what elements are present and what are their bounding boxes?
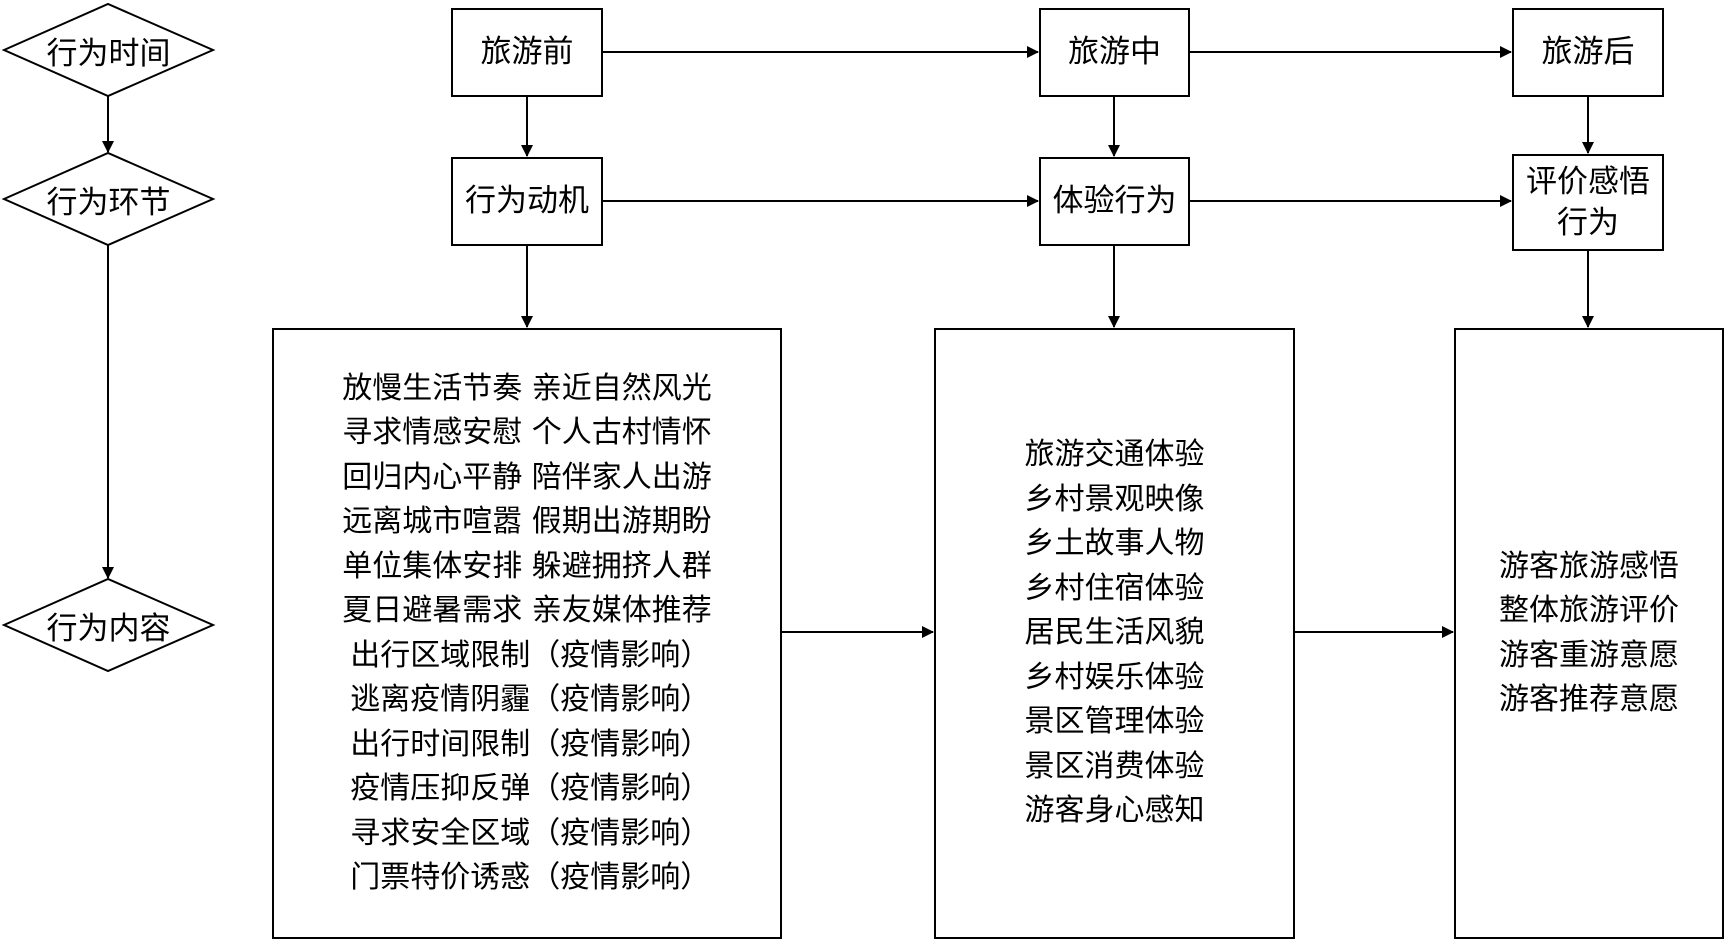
motivation-epidemic-item: 出行区域限制	[350, 637, 531, 673]
motivation-item: 放慢生活节奏	[342, 370, 523, 406]
epidemic-note: （疫情影响）	[530, 682, 711, 717]
content-experience-box: 旅游交通体验 乡村景观映像 乡土故事人物 乡村住宿体验 居民生活风貌 乡村娱乐体…	[934, 328, 1295, 939]
stage-motivation-label: 行为动机	[465, 183, 589, 220]
motivation-item: 假期出游期盼	[531, 504, 712, 539]
experience-item: 景区管理体验	[1024, 704, 1205, 740]
motivation-item: 单位集体安排	[342, 548, 523, 584]
motivation-epidemic-row: 疫情压抑反弹（疫情影响）	[342, 767, 712, 812]
stage-experience-label: 体验行为	[1052, 183, 1177, 220]
stage-experience-box: 体验行为	[1039, 157, 1190, 246]
experience-item: 乡土故事人物	[1024, 526, 1205, 562]
motivation-epidemic-item: 疫情压抑反弹	[350, 771, 531, 806]
motivation-row: 寻求情感安慰 个人古村情怀	[342, 411, 712, 456]
motivation-epidemic-item: 出行时间限制	[350, 726, 531, 762]
phase-before-box: 旅游前	[451, 8, 603, 97]
experience-list: 旅游交通体验 乡村景观映像 乡土故事人物 乡村住宿体验 居民生活风貌 乡村娱乐体…	[1025, 433, 1205, 834]
content-motivation-box: 放慢生活节奏 亲近自然风光 寻求情感安慰 个人古村情怀 回归内心平静 陪伴家人出…	[272, 328, 782, 939]
stage-motivation-box: 行为动机	[451, 157, 603, 246]
stage-evaluation-label-line2: 行为	[1557, 204, 1619, 241]
motivation-item: 夏日避暑需求	[342, 593, 523, 628]
diamond-stage	[1, 151, 216, 247]
motivation-epidemic-row: 寻求安全区域（疫情影响）	[342, 812, 712, 857]
motivation-item: 个人古村情怀	[531, 415, 712, 450]
content-evaluation-box: 游客旅游感悟 整体旅游评价 游客重游意愿 游客推荐意愿	[1454, 328, 1724, 939]
epidemic-note: （疫情影响）	[530, 771, 711, 806]
motivation-epidemic-item: 门票特价诱惑	[350, 860, 531, 895]
stage-evaluation-label-line1: 评价感悟	[1526, 164, 1650, 201]
motivation-row: 远离城市喧嚣 假期出游期盼	[342, 500, 712, 545]
motivation-epidemic-row: 逃离疫情阴霾（疫情影响）	[342, 678, 712, 723]
motivation-epidemic-item: 逃离疫情阴霾	[350, 682, 531, 717]
motivation-row: 回归内心平静 陪伴家人出游	[342, 456, 712, 501]
stage-evaluation-box: 评价感悟 行为	[1512, 154, 1664, 251]
experience-item: 景区消费体验	[1024, 748, 1205, 784]
motivation-item: 躲避拥挤人群	[531, 548, 712, 584]
label-behavior-stage: 行为环节	[46, 184, 171, 221]
motivation-epidemic-row: 门票特价诱惑（疫情影响）	[342, 856, 712, 901]
motivation-item: 远离城市喧嚣	[342, 504, 523, 539]
motivation-epidemic-item: 寻求安全区域	[350, 815, 531, 851]
epidemic-note: （疫情影响）	[530, 726, 711, 762]
evaluation-item: 整体旅游评价	[1499, 593, 1679, 628]
motivation-list: 放慢生活节奏 亲近自然风光 寻求情感安慰 个人古村情怀 回归内心平静 陪伴家人出…	[342, 367, 712, 901]
epidemic-note: （疫情影响）	[530, 637, 711, 673]
epidemic-note: （疫情影响）	[530, 860, 711, 895]
motivation-item: 亲近自然风光	[531, 370, 712, 406]
experience-item: 游客身心感知	[1024, 793, 1205, 829]
experience-item: 乡村住宿体验	[1024, 570, 1205, 606]
phase-after-box: 旅游后	[1512, 8, 1664, 97]
motivation-item: 陪伴家人出游	[531, 459, 712, 495]
diamond-time	[1, 2, 216, 98]
evaluation-item: 游客旅游感悟	[1499, 548, 1679, 584]
motivation-row: 放慢生活节奏 亲近自然风光	[342, 367, 712, 412]
experience-item: 居民生活风貌	[1024, 615, 1205, 651]
phase-before-label: 旅游前	[480, 34, 574, 71]
motivation-item: 回归内心平静	[342, 459, 523, 495]
diamond-content	[1, 577, 216, 673]
evaluation-list: 游客旅游感悟 整体旅游评价 游客重游意愿 游客推荐意愿	[1499, 545, 1679, 723]
motivation-row: 单位集体安排 躲避拥挤人群	[342, 545, 712, 590]
experience-item: 旅游交通体验	[1024, 437, 1205, 473]
motivation-item: 寻求情感安慰	[342, 415, 523, 450]
motivation-row: 夏日避暑需求 亲友媒体推荐	[342, 589, 712, 634]
epidemic-note: （疫情影响）	[530, 815, 711, 851]
evaluation-item: 游客重游意愿	[1499, 637, 1679, 673]
phase-after-label: 旅游后	[1541, 34, 1635, 71]
evaluation-item: 游客推荐意愿	[1499, 682, 1679, 717]
phase-during-label: 旅游中	[1068, 34, 1161, 71]
label-behavior-time: 行为时间	[46, 35, 171, 72]
motivation-item: 亲友媒体推荐	[531, 593, 712, 628]
experience-item: 乡村景观映像	[1024, 481, 1205, 517]
label-behavior-content: 行为内容	[46, 610, 171, 647]
motivation-epidemic-row: 出行时间限制（疫情影响）	[342, 723, 712, 768]
experience-item: 乡村娱乐体验	[1024, 659, 1205, 695]
motivation-epidemic-row: 出行区域限制（疫情影响）	[342, 634, 712, 679]
phase-during-box: 旅游中	[1039, 8, 1190, 97]
